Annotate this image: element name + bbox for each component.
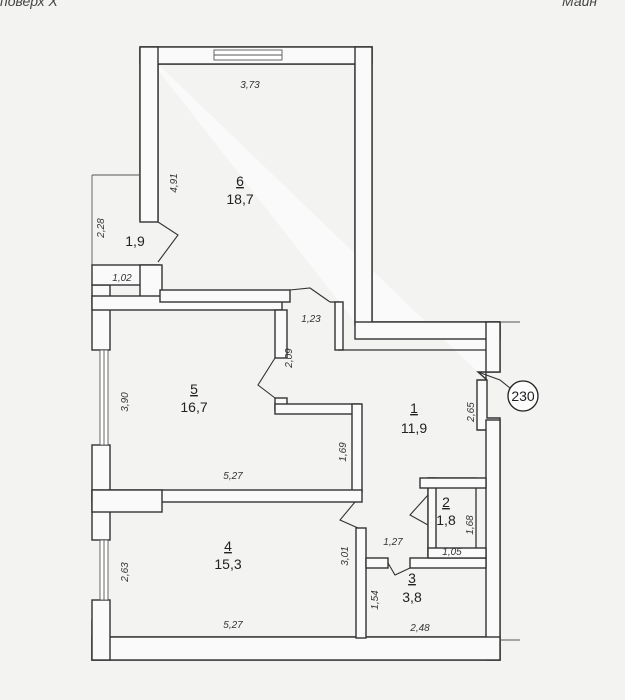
room-area-1: 11,9 <box>401 420 427 436</box>
dim-entrance-wall: 2,65 <box>466 402 477 423</box>
dim-room5-depth: 3,90 <box>120 392 131 412</box>
dim-room3-width: 2,48 <box>409 623 430 634</box>
wall-east-upper <box>354 46 373 326</box>
dim-room3-depth: 1,54 <box>370 590 381 610</box>
room-area-4: 15,3 <box>214 556 241 572</box>
room-number-1: 1 <box>410 400 418 416</box>
header-right-fragment: Майн <box>562 0 597 9</box>
room-area-6: 18,7 <box>226 191 253 207</box>
partition-5-south-step <box>274 403 361 415</box>
partition-3-north-b <box>409 557 487 569</box>
wall-step-east <box>354 321 501 340</box>
dim-door-room6: 1,23 <box>301 314 321 325</box>
wall-corridor-west <box>334 301 344 351</box>
partition-6-corr <box>159 289 291 303</box>
room-number-4: 4 <box>224 538 232 554</box>
door-balcony <box>157 221 179 263</box>
partition-5-4-pier <box>91 489 163 513</box>
room-area-5: 16,7 <box>180 399 207 415</box>
dim-room5-width: 5,27 <box>223 471 243 482</box>
wall-west-room6 <box>139 46 159 223</box>
wall-west-a <box>91 284 111 351</box>
dim-corridor-wall: 1,69 <box>338 442 349 462</box>
partition-5-east-c <box>351 403 363 493</box>
closet-wall-south <box>427 547 487 559</box>
wall-east-lower <box>485 419 501 661</box>
wall-west-c <box>91 599 111 661</box>
wall-east-mid <box>485 321 501 373</box>
wall-balcony-corner <box>139 264 163 301</box>
entrance-marker-label: 230 <box>511 388 535 404</box>
closet-wall-north <box>419 477 487 489</box>
partition-3-north-a <box>365 557 389 569</box>
dim-room4-width: 5,27 <box>223 620 243 631</box>
dim-balcony-depth: 2,28 <box>96 218 107 239</box>
floor-label: поверх X <box>0 0 58 9</box>
room-area-balcony: 1,9 <box>125 233 145 249</box>
dim-room6-depth: 4,91 <box>169 173 180 192</box>
room-number-3: 3 <box>408 570 416 586</box>
room-area-3: 3,8 <box>402 589 422 605</box>
door-room5 <box>257 357 276 399</box>
dim-room4-east: 3,01 <box>340 546 351 565</box>
dim-balcony-width: 1,02 <box>112 273 132 284</box>
wall-south <box>91 636 501 661</box>
dim-closet-depth: 1,68 <box>465 515 476 535</box>
partition-4-east <box>355 527 367 639</box>
door-room2 <box>409 494 429 526</box>
door-room6 <box>289 287 331 303</box>
dim-closet-width: 1,05 <box>442 547 462 558</box>
door-room3 <box>387 562 411 576</box>
dim-door-room3: 1,27 <box>383 537 403 548</box>
dim-door-room5: 2,09 <box>284 348 295 369</box>
closet-wall-west <box>427 477 437 557</box>
room-number-5: 5 <box>190 381 198 397</box>
room-number-2: 2 <box>442 494 450 510</box>
entrance-door <box>477 371 511 389</box>
room-number-6: 6 <box>236 173 244 189</box>
entrance-marker <box>507 380 539 412</box>
dim-room4-depth: 2,63 <box>120 562 131 583</box>
door-room4 <box>339 501 359 529</box>
partition-5-east-a <box>274 309 288 359</box>
room-area-2: 1,8 <box>436 512 456 528</box>
dim-room6-width: 3,73 <box>240 80 260 91</box>
